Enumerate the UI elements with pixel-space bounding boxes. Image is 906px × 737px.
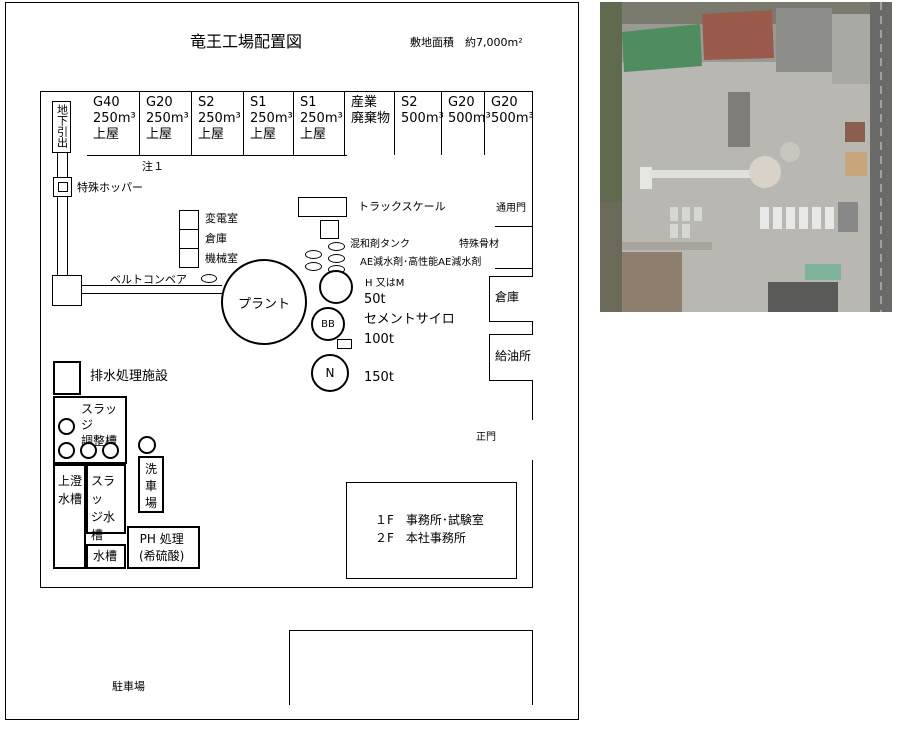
silo-n-circle: N bbox=[311, 354, 349, 392]
warehouse-small-label: 倉庫 bbox=[205, 232, 227, 245]
parking-label: 駐車場 bbox=[112, 680, 145, 693]
special-aggregate-label: 特殊骨材 bbox=[459, 239, 499, 250]
office-box: １F 事務所･試験室 ２F 本社事務所 bbox=[346, 482, 517, 579]
sludge-water-label: スラッ ジ水 槽 bbox=[91, 474, 116, 542]
underground-exit-box: 地下引出 bbox=[52, 101, 71, 153]
admixture-oval-3 bbox=[328, 254, 345, 263]
h-or-m-label: H 又はM bbox=[365, 278, 405, 289]
plant-circle: プラント bbox=[221, 259, 307, 345]
sludge-circle-2 bbox=[58, 442, 75, 459]
truck-scale-label: トラックスケール bbox=[358, 200, 446, 213]
office-1f-label: １F 事務所･試験室 bbox=[375, 513, 484, 527]
silo-bb-circle: BB bbox=[311, 307, 345, 341]
substation-box bbox=[179, 210, 199, 230]
aerial-photo bbox=[600, 2, 892, 312]
clear-water-box: 上澄 水槽 bbox=[53, 464, 86, 569]
silo-h-or-m-circle bbox=[319, 270, 353, 304]
small-tank-circle bbox=[201, 274, 217, 283]
substation-label: 変電室 bbox=[205, 212, 238, 225]
sludge-circle-3 bbox=[80, 442, 97, 459]
machine-room-box bbox=[179, 248, 199, 268]
diagram-title: 竜王工場配置図 bbox=[190, 32, 303, 51]
t50-label: 50t bbox=[364, 292, 386, 307]
warehouse-small-box bbox=[179, 229, 199, 249]
ph-treatment-label: PH 処理 (希硫酸) bbox=[139, 532, 185, 563]
underground-exit-label: 地下引出 bbox=[55, 104, 69, 148]
clear-water-label: 上澄 水槽 bbox=[58, 474, 83, 506]
admixture-oval-1 bbox=[328, 242, 345, 251]
plant-label: プラント bbox=[237, 296, 290, 312]
silo-bb-box bbox=[337, 339, 352, 349]
conveyor-hopper-box bbox=[52, 275, 82, 306]
warehouse-right-box: 倉庫 bbox=[489, 276, 533, 322]
special-hopper-box bbox=[53, 177, 72, 197]
sludge-circle-1 bbox=[58, 418, 75, 435]
warehouse-right-label: 倉庫 bbox=[495, 290, 520, 304]
t150-label: 150t bbox=[364, 370, 394, 385]
parking-box bbox=[289, 630, 533, 705]
water-tank-box: 水槽 bbox=[86, 544, 126, 569]
car-wash-box: 洗 車 場 bbox=[138, 456, 164, 513]
fuel-station-label: 給油所 bbox=[495, 349, 532, 363]
main-gate-label: 正門 bbox=[476, 432, 496, 443]
sludge-water-box: スラッ ジ水 槽 bbox=[86, 464, 126, 542]
special-hopper-label: 特殊ホッパー bbox=[77, 181, 143, 194]
office-2f-label: ２F 本社事務所 bbox=[375, 531, 466, 545]
admixture-tank-box bbox=[320, 220, 339, 239]
fuel-station-box: 給油所 bbox=[489, 334, 533, 381]
t100-label: 100t bbox=[364, 332, 394, 347]
drainage-label: 排水処理施設 bbox=[90, 369, 169, 384]
bin-6: 産業廃棄物 bbox=[345, 91, 395, 155]
diagram-frame bbox=[5, 2, 579, 720]
machine-room-label: 機械室 bbox=[205, 252, 238, 265]
ph-treatment-box: PH 処理 (希硫酸) bbox=[127, 526, 200, 569]
cement-silo-label: セメントサイロ bbox=[364, 312, 455, 327]
n-label: N bbox=[325, 366, 335, 380]
water-tank-label: 水槽 bbox=[93, 549, 118, 563]
gate-pass-label: 通用門 bbox=[496, 203, 526, 214]
car-wash-label: 洗 車 場 bbox=[145, 462, 158, 510]
admixture-tank-label: 混和剤タンク bbox=[350, 239, 410, 250]
drainage-box bbox=[53, 361, 81, 395]
belt-conveyor-label: ベルトコンベア bbox=[110, 273, 187, 286]
admixture-oval-4 bbox=[305, 262, 322, 271]
truck-scale-box bbox=[298, 197, 347, 217]
sludge-tank-box: スラッジ 調整槽 bbox=[53, 396, 127, 464]
ae-agent-label: AE減水剤･高性能AE減水剤 bbox=[360, 257, 482, 268]
site-area: 敷地面積 約7,000m² bbox=[410, 36, 523, 49]
note1-label: 注１ bbox=[142, 160, 164, 173]
sludge-circle-4 bbox=[102, 442, 119, 459]
admixture-oval-2 bbox=[305, 250, 322, 259]
aerial-photo-icon bbox=[600, 2, 892, 312]
bb-label: BB bbox=[321, 318, 335, 330]
car-wash-circle bbox=[138, 436, 156, 454]
